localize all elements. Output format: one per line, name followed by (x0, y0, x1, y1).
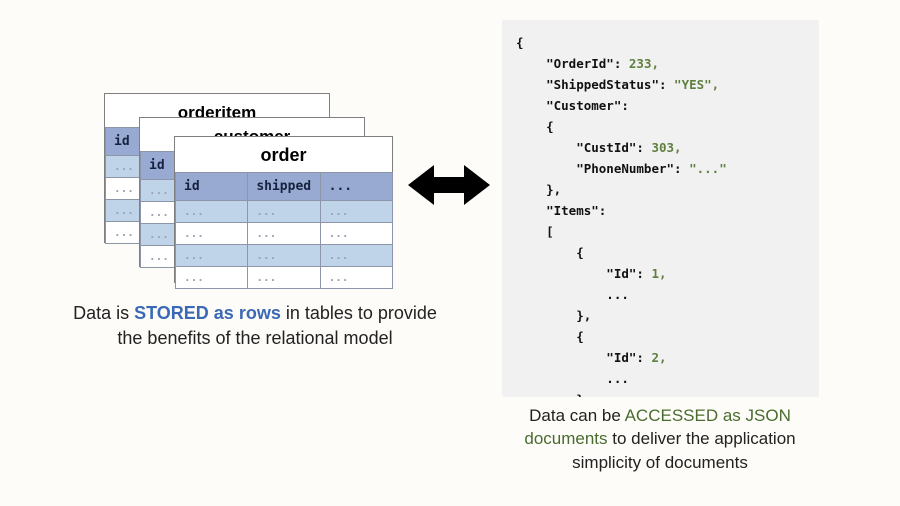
json-code-block: { "OrderId": 233, "ShippedStatus": "YES"… (516, 32, 819, 397)
caption-left-after: in tables to provide the benefits of the… (117, 303, 437, 348)
json-key: "Items": (516, 203, 607, 218)
caption-left: Data is STORED as rows in tables to prov… (60, 301, 450, 351)
double-headed-arrow-icon (408, 163, 490, 207)
caption-left-highlight: STORED as rows (134, 303, 281, 323)
column-header-id: id (174, 172, 249, 201)
table-cell: ... (247, 200, 321, 223)
caption-right-before: Data can be (529, 406, 625, 425)
table-cell: ... (174, 244, 249, 267)
json-value: 303, (651, 140, 682, 155)
column-header-more: ... (319, 172, 394, 201)
table-cell: ... (319, 200, 394, 223)
json-key: [ (516, 224, 554, 239)
json-line: ... (516, 368, 819, 389)
json-line: }, (516, 389, 819, 397)
json-line: "Id": 1, (516, 263, 819, 284)
json-line: }, (516, 305, 819, 326)
table-row: ... ... ... (174, 266, 394, 289)
json-key: "PhoneNumber": (516, 161, 690, 176)
table-cell: ... (319, 222, 394, 245)
json-line: "Id": 2, (516, 347, 819, 368)
json-key: }, (516, 392, 591, 397)
column-header-shipped: shipped (247, 172, 321, 201)
json-key: "CustId": (516, 140, 652, 155)
json-line: { (516, 242, 819, 263)
json-line: [ (516, 221, 819, 242)
json-value: 2, (651, 350, 667, 365)
json-key: ... (516, 287, 629, 302)
json-line: { (516, 326, 819, 347)
table-cell: ... (319, 244, 394, 267)
json-line: ... (516, 284, 819, 305)
table-row: ... ... ... (174, 244, 394, 267)
json-key: { (516, 329, 584, 344)
table-cell: ... (174, 200, 249, 223)
json-line: "Items": (516, 200, 819, 221)
table-header-row: id shipped ... (174, 172, 394, 201)
json-key: "Id": (516, 350, 652, 365)
json-line: "OrderId": 233, (516, 53, 819, 74)
json-line: "ShippedStatus": "YES", (516, 74, 819, 95)
caption-left-before: Data is (73, 303, 135, 323)
table-cell: ... (247, 266, 321, 289)
json-key: ... (516, 371, 629, 386)
json-key: "OrderId": (516, 56, 629, 71)
json-value: 1, (651, 266, 667, 281)
json-line: { (516, 32, 819, 53)
table-cell: ... (174, 266, 249, 289)
json-line: "Customer": (516, 95, 819, 116)
table-title-orderitem: orderitem (177, 103, 257, 121)
json-line: "PhoneNumber": "..." (516, 158, 819, 179)
json-value: 233, (628, 56, 659, 71)
json-key: "ShippedStatus": (516, 77, 675, 92)
json-key: "Customer": (516, 98, 629, 113)
caption-right-after: to deliver the application simplicity of… (572, 429, 796, 472)
stacked-tables-diagram: orderitem id ... ... ... ... customer id (0, 0, 420, 300)
json-document-panel: { "OrderId": 233, "ShippedStatus": "YES"… (502, 20, 819, 397)
json-key: }, (516, 182, 562, 197)
caption-right-highlight: ACCESSED as JSON documents (524, 406, 791, 449)
table-grid-order: id shipped ... ... ... ... ... ... ... .… (174, 172, 394, 289)
json-value: "..." (689, 161, 727, 176)
table-card-order: order id shipped ... ... ... ... ... ...… (174, 136, 394, 289)
table-cell: ... (174, 222, 249, 245)
json-line: }, (516, 179, 819, 200)
json-line: { (516, 116, 819, 137)
table-title-order: order (260, 145, 307, 164)
table-cell: ... (319, 266, 394, 289)
json-key: { (516, 35, 524, 50)
caption-right: Data can be ACCESSED as JSON documents t… (495, 404, 825, 474)
table-row: ... ... ... (174, 200, 394, 223)
table-cell: ... (247, 244, 321, 267)
json-value: "YES", (674, 77, 720, 92)
table-row: ... ... ... (174, 222, 394, 245)
table-cell: ... (247, 222, 321, 245)
json-key: { (516, 119, 554, 134)
json-key: { (516, 245, 584, 260)
json-line: "CustId": 303, (516, 137, 819, 158)
json-key: }, (516, 308, 592, 323)
json-key: "Id": (516, 266, 652, 281)
